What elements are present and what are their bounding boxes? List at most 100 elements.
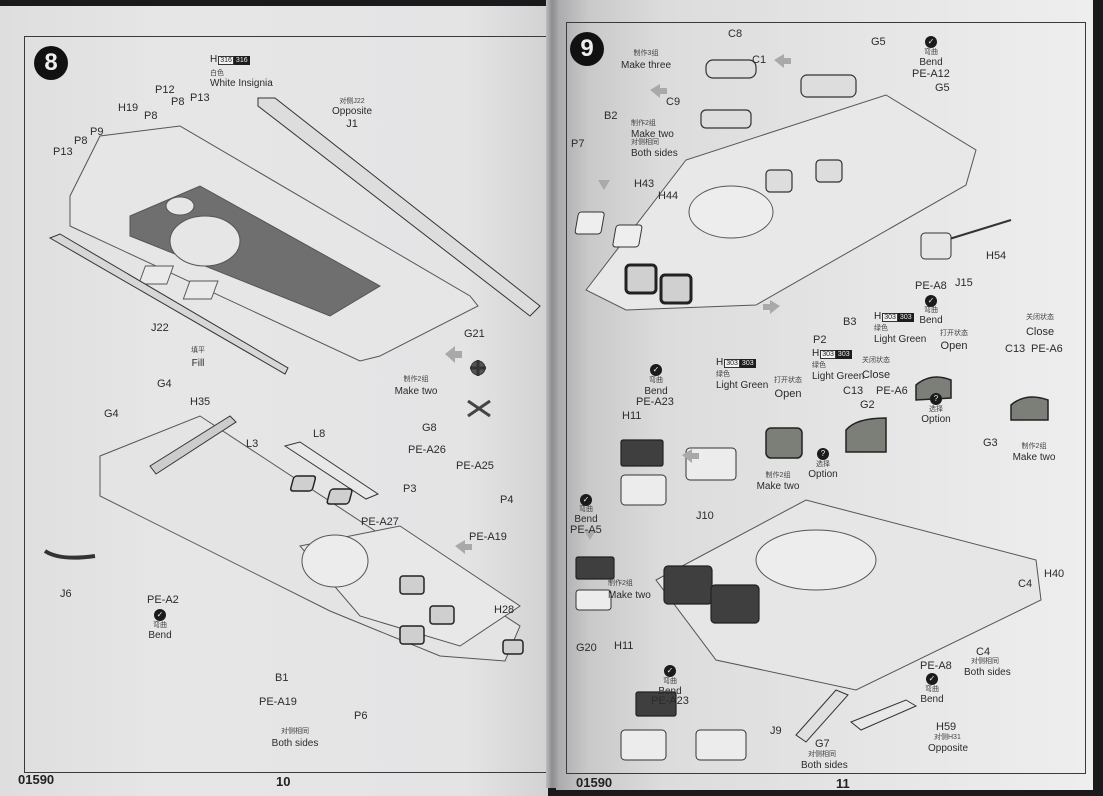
bend-note-cn: 弯曲 bbox=[153, 622, 167, 629]
part-label-H11: H11 bbox=[614, 640, 634, 652]
part-label-C13: C13 bbox=[843, 385, 864, 397]
paint-prefix: H bbox=[874, 311, 882, 322]
J22-strip bbox=[48, 233, 289, 375]
open-state-en: Open bbox=[940, 340, 968, 352]
part-label-H44: H44 bbox=[658, 190, 679, 202]
make-two-note-en: Make two bbox=[608, 590, 651, 601]
paint-code-filled: 303 bbox=[897, 313, 914, 322]
paint-prefix: H bbox=[716, 357, 724, 368]
part-label-P13: P13 bbox=[53, 146, 73, 158]
bend-note-en: Bend bbox=[919, 315, 943, 326]
paint-color-en: White Insignia bbox=[210, 78, 273, 89]
part-label-H19: H19 bbox=[118, 102, 139, 114]
part-label-G2: G2 bbox=[860, 399, 875, 411]
part-label-B3: B3 bbox=[843, 316, 857, 328]
bend-note-cn: 弯曲 bbox=[924, 49, 938, 56]
bend-icon: ✓ bbox=[664, 665, 676, 677]
make-two-note-en: Make two bbox=[756, 481, 800, 492]
both-sides-note-en: Both sides bbox=[631, 148, 678, 159]
part-label-B1: B1 bbox=[275, 672, 289, 684]
part-label-H28: H28 bbox=[494, 604, 515, 616]
option-note-cn: 选择 bbox=[816, 461, 830, 468]
fill-note-cn: 填平 bbox=[191, 347, 205, 354]
make-two-note-en: Make two bbox=[394, 386, 438, 397]
bend-note-cn: 弯曲 bbox=[649, 377, 663, 384]
make-two-note-en: Make two bbox=[1012, 452, 1056, 463]
bend-icon: ✓ bbox=[925, 295, 937, 307]
make-two-note-cn: 制作2组 bbox=[631, 120, 656, 127]
part-label-H35: H35 bbox=[190, 396, 211, 408]
paint-code-outline: 316 bbox=[218, 56, 234, 65]
part-label-C1: C1 bbox=[752, 54, 767, 66]
make-three-note-cn: 制作3组 bbox=[633, 50, 659, 57]
part-label-P4: P4 bbox=[500, 494, 514, 506]
book-spine-shadow bbox=[546, 0, 558, 788]
instruction-page-11: 9 制作3组 Make three C8 C1 C9 B2 P7 制作2组 Ma… bbox=[556, 0, 1093, 790]
upper-hull-top bbox=[585, 94, 977, 311]
part-label-P3: P3 bbox=[403, 483, 417, 495]
part-label-PE-A6: PE-A6 bbox=[876, 385, 908, 397]
opposite-note-cn: 对侧H31 bbox=[934, 734, 961, 741]
part-label-H54: H54 bbox=[986, 250, 1007, 262]
part-label-PE-A23: PE-A23 bbox=[636, 396, 674, 408]
open-state-cn: 打开状态 bbox=[774, 377, 802, 384]
part-label-C8: C8 bbox=[728, 28, 743, 40]
part-label-PE-A19: PE-A19 bbox=[469, 531, 507, 543]
both-sides-note-en: Both sides bbox=[964, 667, 1011, 678]
J1-plate bbox=[257, 97, 541, 317]
opposite-note-en: Opposite bbox=[928, 743, 969, 754]
paint-code-filled: 303 bbox=[835, 350, 852, 359]
bend-note-en: Bend bbox=[644, 386, 668, 397]
paint-code-outline: 303 bbox=[882, 313, 898, 322]
G8-part bbox=[467, 399, 491, 418]
paint-color-en: Light Green bbox=[812, 371, 865, 382]
paint-color-en: Light Green bbox=[716, 380, 769, 391]
close-state-cn: 关闭状态 bbox=[862, 357, 890, 364]
make-two-note-cn: 制作2组 bbox=[765, 472, 791, 479]
make-three-note-en: Make three bbox=[620, 60, 672, 71]
paint-code-filled: 316 bbox=[233, 56, 250, 65]
part-label-C4: C4 bbox=[976, 646, 991, 658]
part-label-G8: G8 bbox=[422, 422, 437, 434]
part-label-PE-A23: PE-A23 bbox=[651, 695, 689, 707]
G21-part bbox=[470, 360, 486, 376]
part-label-P7: P7 bbox=[571, 138, 585, 150]
bend-note-en: Bend bbox=[574, 514, 598, 525]
J15-part bbox=[920, 232, 952, 260]
part-label-L8: L8 bbox=[313, 428, 326, 440]
L8-plate bbox=[283, 441, 380, 500]
fill-note-en: Fill bbox=[191, 358, 205, 369]
paint-code-outline: 303 bbox=[820, 350, 836, 359]
both-sides-note-cn: 对侧相同 bbox=[631, 139, 659, 146]
bend-icon: ✓ bbox=[580, 494, 592, 506]
part-label-PE-A8: PE-A8 bbox=[915, 280, 947, 292]
paint-color-cn: 绿色 bbox=[812, 362, 826, 369]
make-two-note-cn: 制作2组 bbox=[608, 580, 633, 587]
paint-code-filled: 303 bbox=[739, 359, 756, 368]
option-icon: ? bbox=[817, 448, 829, 460]
part-label-P9: P9 bbox=[90, 126, 104, 138]
part-label-G5: G5 bbox=[935, 82, 950, 94]
part-label-PE-A2: PE-A2 bbox=[147, 594, 179, 606]
H54-rod bbox=[945, 219, 1012, 241]
bend-icon: ✓ bbox=[650, 364, 662, 376]
bend-note-en: Bend bbox=[920, 694, 944, 705]
part-label-P8: P8 bbox=[171, 96, 185, 108]
part-label-PE-A26: PE-A26 bbox=[408, 444, 446, 456]
page-frame bbox=[24, 36, 548, 773]
product-code: 01590 bbox=[18, 772, 55, 787]
step-8-hull-drawing bbox=[43, 97, 541, 662]
step-number-badge: 8 bbox=[34, 46, 68, 80]
part-label-H11: H11 bbox=[622, 410, 642, 422]
part-label-P8: P8 bbox=[74, 135, 88, 147]
part-label-G4: G4 bbox=[104, 408, 119, 420]
product-code: 01590 bbox=[576, 775, 613, 790]
part-label-B2: B2 bbox=[604, 110, 618, 122]
part-label-G21: G21 bbox=[464, 328, 485, 340]
part-label-L3: L3 bbox=[246, 438, 259, 450]
paint-color-cn: 白色 bbox=[210, 70, 224, 77]
part-label-H59: H59 bbox=[936, 721, 957, 733]
part-label-P6: P6 bbox=[354, 710, 368, 722]
